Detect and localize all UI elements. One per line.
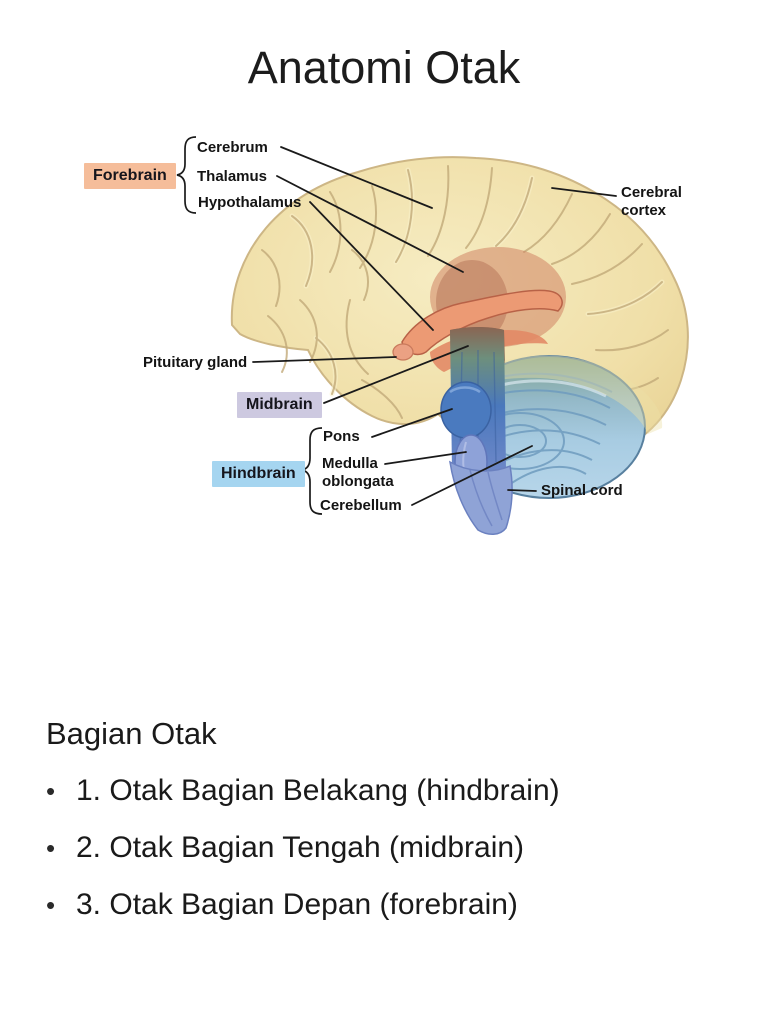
- pons-line: [371, 408, 453, 438]
- pituitary-gland-shape: [392, 343, 414, 361]
- spinal-cord-line: [507, 489, 537, 492]
- medulla-oblongata-label: Medulla oblongata: [322, 455, 394, 490]
- cerebrum-line: [280, 146, 433, 209]
- cortex-overlay: [456, 355, 663, 434]
- spinal-cord-label: Spinal cord: [541, 482, 623, 499]
- hypothalamus-label: Hypothalamus: [198, 194, 302, 211]
- midbrain-line: [323, 345, 469, 404]
- pons-label: Pons: [323, 428, 360, 445]
- list-item: • 3. Otak Bagian Depan (forebrain): [46, 887, 726, 923]
- body-heading: Bagian Otak: [46, 716, 217, 751]
- cerebellum-line: [411, 445, 533, 506]
- bullet-text: 3. Otak Bagian Depan (forebrain): [76, 888, 518, 921]
- thalamus-structures: [392, 247, 566, 398]
- thalamus-label: Thalamus: [197, 168, 268, 185]
- brainstem-shape: [440, 327, 506, 490]
- cerebral-cortex-label: Cerebral cortex: [621, 184, 682, 219]
- bullet-text: 1. Otak Bagian Belakang (hindbrain): [76, 774, 560, 807]
- pituitary-gland-label: Pituitary gland: [143, 354, 248, 371]
- brain-illustration: [176, 136, 689, 535]
- medulla-line: [384, 451, 467, 465]
- list-item: • 1. Otak Bagian Belakang (hindbrain): [46, 773, 726, 809]
- bullet-icon: •: [46, 776, 56, 806]
- brain-diagram: Forebrain Cerebrum Thalamus Hypothalamus…: [0, 120, 768, 560]
- midbrain-label: Midbrain: [237, 392, 322, 418]
- thalamus-line: [276, 175, 464, 273]
- hypothalamus-line: [309, 201, 434, 331]
- page-title: Anatomi Otak: [247, 42, 521, 93]
- body-text-block: Bagian Otak • 1. Otak Bagian Belakang (h…: [46, 716, 726, 923]
- forebrain-brace: [176, 136, 197, 214]
- cerebral-cortex-line: [551, 187, 617, 197]
- bullet-list: • 1. Otak Bagian Belakang (hindbrain) • …: [46, 773, 726, 923]
- hindbrain-label: Hindbrain: [212, 461, 305, 487]
- bullet-icon: •: [46, 890, 56, 920]
- cerebrum-label: Cerebrum: [197, 139, 268, 156]
- hindbrain-brace: [301, 427, 323, 515]
- cerebellum-label: Cerebellum: [320, 497, 402, 514]
- spinal-cord-shape: [449, 460, 513, 535]
- pointer-lines: [252, 146, 617, 506]
- list-item: • 2. Otak Bagian Tengah (midbrain): [46, 830, 726, 866]
- bullet-text: 2. Otak Bagian Tengah (midbrain): [76, 831, 525, 864]
- pituitary-line: [252, 356, 397, 363]
- forebrain-label: Forebrain: [84, 163, 176, 189]
- bullet-icon: •: [46, 833, 56, 863]
